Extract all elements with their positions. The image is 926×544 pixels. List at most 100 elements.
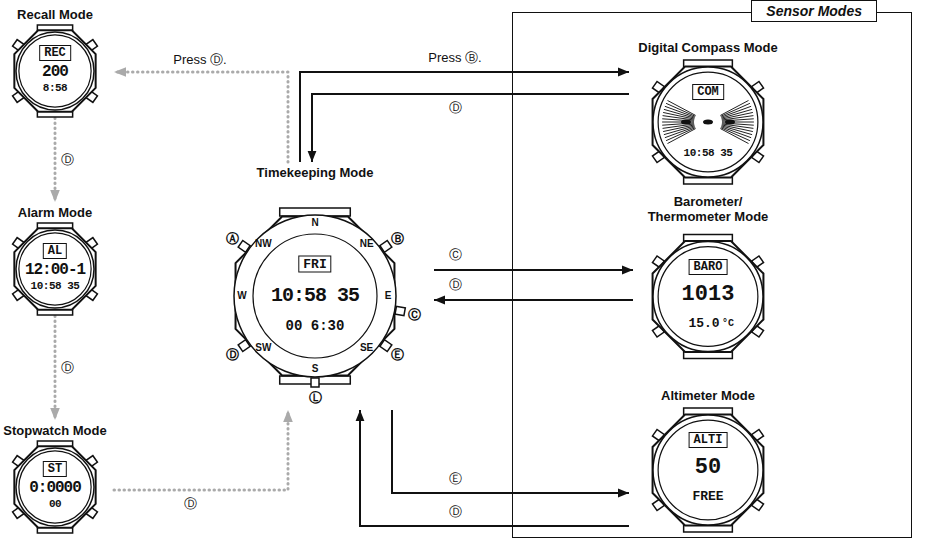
compass-graphic-stroke	[667, 100, 695, 115]
watch-drawing	[234, 208, 405, 387]
watch-drawing	[652, 235, 763, 359]
mode-cycle-arrow	[54, 118, 57, 202]
button-instruction: Ⓔ	[447, 472, 464, 486]
watch-drawing	[13, 441, 98, 533]
compass-graphic-stroke	[666, 103, 695, 116]
button-instruction: Ⓓ	[59, 361, 76, 375]
sensor-arrow	[300, 72, 629, 162]
watch-face	[629, 57, 787, 187]
display-value: 10:58 35	[684, 148, 733, 159]
display-value: 8:58	[43, 83, 67, 94]
watch-case	[653, 415, 764, 526]
button-instruction: Ⓓ	[182, 497, 199, 511]
watch-display	[658, 420, 758, 520]
compass-dot	[681, 120, 691, 125]
sensor-arrow	[312, 94, 629, 162]
sensor-arrow	[360, 410, 629, 526]
display-value: °C	[722, 319, 734, 329]
display-value: 00 6:30	[286, 319, 345, 333]
watch-mode: Timekeeping ModeFRI10:58 3500 6:30ⒶⒷⒸⒹⒺⓁ…	[196, 162, 434, 410]
display-value: 00	[49, 499, 61, 510]
watch-bezel	[234, 215, 396, 377]
watch-bezel	[653, 242, 763, 352]
compass-graphic-stroke	[721, 127, 751, 138]
watch-case	[14, 30, 95, 111]
compass-graphic-stroke	[667, 129, 695, 144]
compass-graphic-stroke	[663, 125, 694, 132]
mode-indicator: BARO	[689, 259, 728, 275]
button-letter: Ⓒ	[408, 307, 421, 320]
watch-mode: Digital Compass ModeCOM10:58 35	[629, 37, 787, 187]
bezel-letter: NE	[360, 239, 374, 249]
button-instruction: Ⓓ	[447, 101, 464, 115]
display-value: 1013	[682, 284, 735, 306]
display-value: 10:58 35	[31, 281, 80, 292]
compass-graphic-stroke	[720, 100, 748, 115]
watch-bezel	[16, 230, 94, 308]
button-letter: Ⓐ	[226, 232, 239, 245]
bezel-letter: S	[312, 364, 319, 374]
display-value: 12:00-1	[25, 262, 85, 278]
watch-case	[14, 446, 95, 527]
display-value: 10:58 35	[271, 286, 359, 306]
bezel-letter: E	[385, 291, 392, 301]
watch-button	[395, 306, 405, 315]
button-instruction: Ⓓ	[59, 153, 76, 167]
bezel-letter: N	[311, 218, 318, 228]
watch-display	[19, 35, 91, 107]
button-instruction: Press Ⓓ.	[171, 53, 228, 67]
button-letter: Ⓔ	[391, 347, 404, 360]
bezel-letter: NW	[255, 239, 272, 249]
watch-bezel	[653, 415, 763, 525]
mode-indicator: COM	[692, 84, 724, 100]
mode-indicator: REC	[39, 45, 71, 61]
button-instruction: Ⓓ	[447, 278, 464, 292]
compass-graphic-stroke	[665, 106, 695, 117]
watch-mode: Recall ModeREC 200 8:58	[0, 4, 114, 118]
mode-indicator: AL	[43, 243, 67, 259]
watch-display	[658, 72, 758, 172]
watch-case	[236, 217, 395, 376]
watch-display	[19, 233, 91, 305]
compass-graphic-stroke	[663, 124, 695, 128]
watch-case	[653, 241, 764, 352]
watch-drawing	[13, 223, 98, 315]
sensor-arrow	[434, 269, 633, 271]
sensor-arrow	[434, 299, 633, 301]
compass-dot	[703, 120, 713, 125]
button-letter: Ⓛ	[309, 391, 322, 404]
bezel-letter: W	[237, 291, 246, 301]
watch-mode: Barometer/ Thermometer ModeBARO101315.0°…	[633, 191, 783, 367]
display-value: 200	[42, 64, 68, 80]
compass-graphic-stroke	[722, 116, 754, 120]
mode-cycle-arrow	[114, 410, 288, 490]
button-instruction: Ⓓ	[447, 505, 464, 519]
watch-bezel	[653, 67, 763, 177]
mode-cycle-arrow	[54, 316, 57, 420]
display-value: FREE	[692, 490, 723, 503]
watch-mode: Altimeter ModeALTI50FREE	[629, 385, 787, 535]
mode-cycle-arrow	[114, 72, 288, 162]
compass-graphic-stroke	[721, 128, 750, 141]
mode-title: Alarm Mode	[0, 202, 114, 220]
mode-title: Barometer/ Thermometer Mode	[646, 191, 770, 224]
watch-drawing	[13, 25, 98, 117]
mode-indicator: ST	[43, 461, 67, 477]
watch-display	[253, 234, 377, 358]
watch-drawing	[652, 60, 763, 184]
watch-bezel	[16, 448, 94, 526]
watch-mode: Alarm ModeAL 12:00-1 10:58 35	[0, 202, 114, 316]
watch-bezel	[16, 32, 94, 110]
compass-graphic-stroke	[720, 129, 748, 144]
sensor-arrow	[392, 410, 629, 493]
mode-title: Stopwatch Mode	[0, 420, 114, 438]
button-instruction: Ⓒ	[447, 248, 464, 262]
display-value: 50	[695, 457, 721, 479]
bezel-letter: SE	[360, 343, 373, 353]
mode-title: Recall Mode	[0, 4, 114, 22]
mode-title: Timekeeping Mode	[196, 162, 434, 180]
compass-dot	[725, 120, 735, 125]
watch-button	[311, 378, 319, 387]
watch-display	[658, 247, 758, 347]
